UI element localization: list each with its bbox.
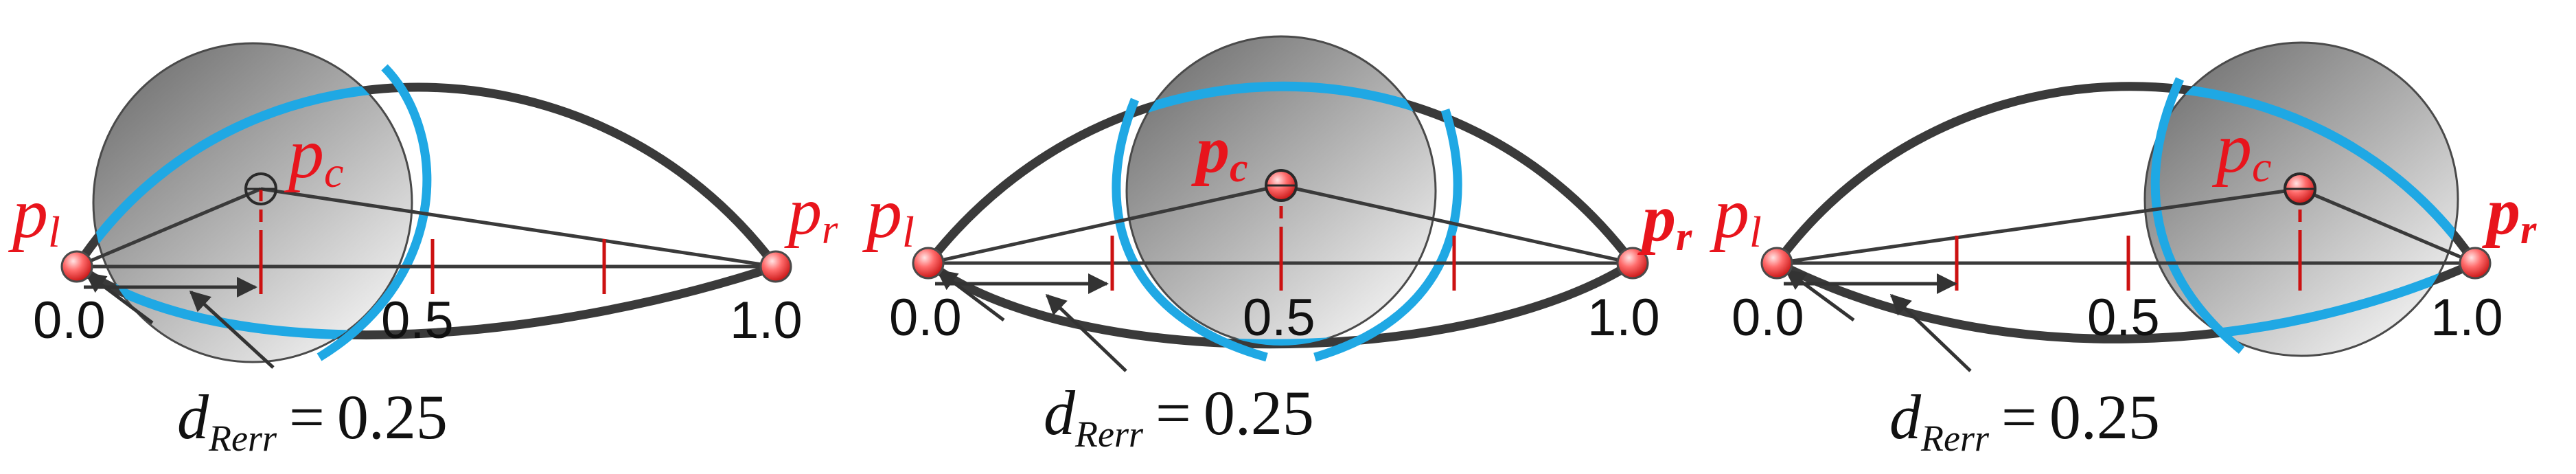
- tick-label-mid: 0.5: [381, 291, 454, 350]
- tick-label-end: 1.0: [1587, 289, 1660, 347]
- control-line-right: [1280, 183, 1633, 265]
- circle-boundary-highlight-left: [1112, 98, 1268, 362]
- distance-error-label: dRerr=0.25: [1044, 378, 1314, 455]
- point-left-marker: [912, 247, 945, 280]
- tick-label-start: 0.0: [889, 289, 962, 347]
- panel-1: pl pc pr 0.0 0.5 1.0 dRerr=0.25: [8, 42, 838, 459]
- circle-boundary-highlight: [2150, 77, 2245, 354]
- control-line-left: [1776, 187, 2301, 265]
- lower-curve-highlight: [2145, 258, 2458, 344]
- label-p-right: pr: [2482, 174, 2537, 252]
- pointer-arrow: [1889, 293, 1972, 372]
- label-p-right: pr: [784, 174, 838, 252]
- pointer-arrow: [189, 290, 275, 369]
- circle-boundary-highlight: [317, 64, 432, 361]
- tick-label-end: 1.0: [730, 291, 803, 350]
- label-p-right: pr: [1637, 181, 1692, 259]
- control-line-right: [260, 187, 777, 269]
- upper-curve-highlight: [93, 82, 412, 270]
- point-left-marker: [60, 250, 93, 283]
- pointer-arrow: [1045, 293, 1127, 372]
- pointer-arrow: [84, 272, 154, 324]
- point-right-marker: [759, 250, 792, 283]
- point-left-marker: [1760, 247, 1793, 280]
- tick-label-end: 1.0: [2430, 289, 2503, 347]
- label-p-left: pl: [1709, 174, 1762, 256]
- pointer-arrow: [1784, 269, 1855, 322]
- point-right-marker: [2459, 247, 2492, 280]
- distance-error-label: dRerr=0.25: [177, 382, 448, 459]
- label-p-left: pl: [862, 174, 915, 256]
- tick-label-start: 0.0: [1732, 289, 1804, 347]
- control-line-right: [2299, 187, 2476, 265]
- panel-3: pl pc pr 0.0 0.5 1.0 dRerr=0.25: [1709, 41, 2537, 459]
- circle-boundary-highlight-right: [1313, 109, 1462, 362]
- tick-label-mid: 0.5: [2087, 289, 2160, 347]
- tick-label-start: 0.0: [33, 291, 106, 350]
- pointer-arrow: [936, 269, 1005, 321]
- lower-curve-highlight: [1127, 259, 1436, 346]
- point-right-marker: [1616, 247, 1649, 280]
- upper-curve-highlight: [2145, 81, 2458, 267]
- label-p-center: pc: [2211, 109, 2271, 191]
- label-p-center: pc: [1191, 113, 1248, 190]
- control-line-left: [928, 183, 1282, 265]
- distance-error-label: dRerr=0.25: [1889, 382, 2160, 459]
- label-p-left: pl: [8, 174, 60, 256]
- panel-2: pl pc pr 0.0 0.5 1.0 dRerr=0.25: [862, 35, 1692, 455]
- tick-label-mid: 0.5: [1243, 289, 1315, 347]
- label-p-center: pc: [284, 114, 343, 196]
- upper-curve-highlight: [1127, 81, 1436, 267]
- control-line-left: [76, 187, 262, 269]
